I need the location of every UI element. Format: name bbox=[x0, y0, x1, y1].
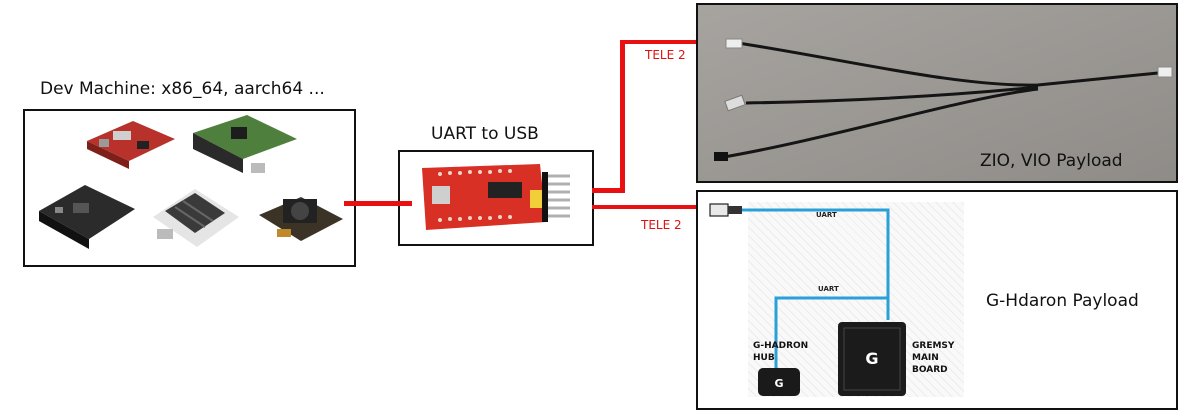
uart-connector-icon bbox=[709, 203, 742, 217]
ghadron-box: G G UART UART G-HADRON HUB GREMSY MAIN B… bbox=[696, 190, 1178, 410]
uart-label-middle: UART bbox=[818, 285, 839, 293]
zio-vio-label: ZIO, VIO Payload bbox=[980, 151, 1123, 171]
tele2-label-ghadron: TELE 2 bbox=[641, 218, 682, 232]
svg-text:G: G bbox=[865, 349, 878, 368]
wire-uart-to-zio-h bbox=[592, 188, 624, 193]
wire-dev-to-uart bbox=[344, 201, 412, 206]
wire-zio-top bbox=[620, 40, 726, 44]
ghadron-label: G-Hdaron Payload bbox=[986, 291, 1139, 311]
uart-usb-adapter-illustration bbox=[422, 164, 570, 230]
hub-label: G-HADRON HUB bbox=[753, 341, 809, 363]
svg-text:G: G bbox=[774, 377, 783, 390]
uart-usb-box bbox=[398, 150, 594, 246]
wire-uart-to-ghadron bbox=[592, 205, 710, 209]
ghadron-wiring-diagram: G G bbox=[709, 203, 906, 396]
main-board-label: GREMSY MAIN BOARD bbox=[912, 341, 955, 375]
zio-vio-box: ZIO, VIO Payload bbox=[696, 3, 1178, 183]
gremsy-main-board-icon: G bbox=[838, 322, 906, 396]
black-board-icon bbox=[39, 185, 135, 249]
dev-boards-illustration bbox=[39, 115, 343, 249]
fan-board-icon bbox=[259, 197, 343, 241]
green-board-icon bbox=[193, 115, 297, 173]
red-board-icon bbox=[87, 121, 175, 169]
dev-machine-box bbox=[23, 109, 356, 267]
dev-machine-label: Dev Machine: x86_64, aarch64 ... bbox=[40, 79, 325, 99]
cable-bundle bbox=[723, 41, 1159, 159]
zio-vio-cable-photo bbox=[698, 5, 1176, 181]
wire-uart-to-zio-v bbox=[620, 40, 625, 193]
uart-label-top: UART bbox=[816, 211, 837, 219]
ghadron-hub-icon: G bbox=[758, 368, 800, 396]
tele2-label-zio: TELE 2 bbox=[645, 48, 686, 62]
uart-usb-label: UART to USB bbox=[431, 124, 539, 144]
heatsink-board-icon bbox=[153, 189, 239, 247]
